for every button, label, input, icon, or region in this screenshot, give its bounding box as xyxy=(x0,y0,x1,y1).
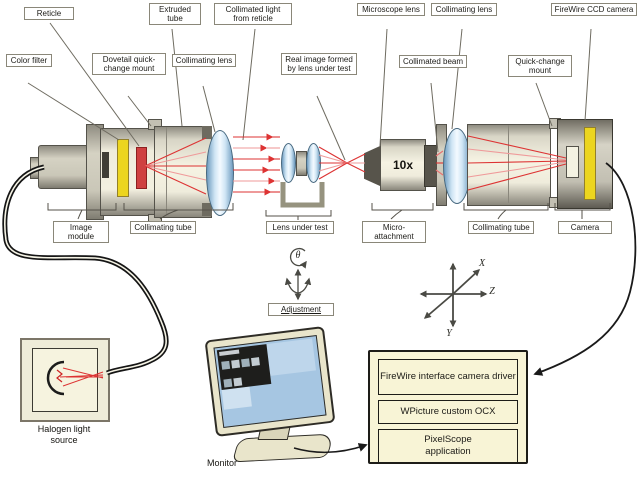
callout-quick-change-mount: Quick-change mount xyxy=(508,55,572,77)
software-stack-box: FireWire interface camera driver WPictur… xyxy=(368,350,528,464)
callout-extruded-tube: Extruded tube xyxy=(149,3,201,25)
label-image-module: Image module xyxy=(53,221,109,243)
callout-collimating-lens-left: Collimating lens xyxy=(172,54,236,67)
software-firewire-driver: FireWire interface camera driver xyxy=(378,359,518,395)
callout-real-image: Real image formed by lens under test xyxy=(281,53,357,75)
collimating-lens-left-element xyxy=(206,130,234,216)
objective-nose xyxy=(364,146,380,186)
label-halogen-light-source: Halogen light source xyxy=(37,424,91,445)
lens-mount-top-left xyxy=(202,126,212,139)
objective-body: 10x xyxy=(380,139,426,191)
label-collimating-tube-right: Collimating tube xyxy=(468,221,534,234)
theta-symbol: θ xyxy=(295,250,301,261)
label-camera: Camera xyxy=(558,221,612,234)
software-wpicture-ocx: WPicture custom OCX xyxy=(378,400,518,424)
callout-collimating-lens-right: Collimating lens xyxy=(431,3,497,16)
label-micro-attachment: Micro-attachment xyxy=(362,221,426,243)
software-pixelscope-app: PixelScope application xyxy=(378,429,518,463)
label-collimating-tube-left: Collimating tube xyxy=(130,221,196,234)
axis-z-label: Z xyxy=(489,286,495,297)
callout-dovetail-mount: Dovetail quick-change mount xyxy=(92,53,166,75)
callout-collimated-beam: Collimated beam xyxy=(399,55,467,68)
callout-reticle: Reticle xyxy=(24,7,74,20)
label-monitor: Monitor xyxy=(206,458,237,468)
label-lens-under-test: Lens under test xyxy=(266,221,334,234)
axis-x-label: X xyxy=(478,258,486,269)
callout-color-filter: Color filter xyxy=(6,54,52,67)
callout-firewire-camera: FireWire CCD camera xyxy=(551,3,637,16)
objective-magnification-label: 10x xyxy=(392,158,414,172)
callout-microscope-lens: Microscope lens xyxy=(357,3,425,16)
axis-y-label: Y xyxy=(446,328,452,339)
callout-collimated-light: Collimated light from reticle xyxy=(214,3,292,25)
label-adjustment: Adjustment xyxy=(268,303,334,316)
